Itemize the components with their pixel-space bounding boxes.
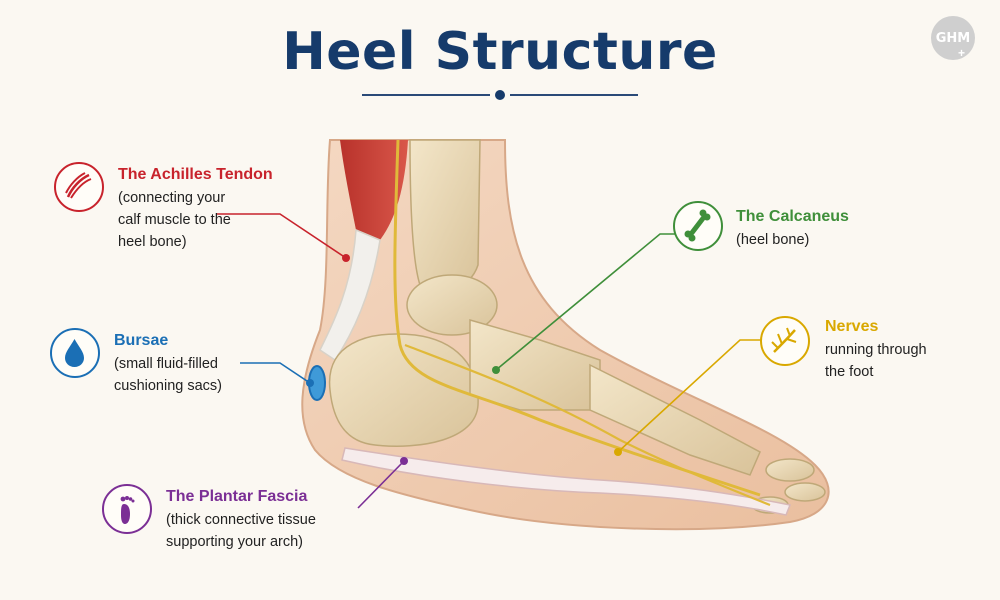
nerve-path-2	[404, 343, 771, 507]
leader-bursae-dot	[306, 379, 314, 387]
bursae-desc-line: cushioning sacs)	[114, 378, 222, 394]
title-rule-right	[510, 94, 638, 96]
calcaneus-label: The Calcaneus (heel bone)	[736, 208, 849, 251]
achilles-desc-line: calf muscle to the	[118, 212, 231, 228]
leader-achilles	[216, 213, 347, 259]
plantar-desc-line: (thick connective tissue	[166, 512, 316, 528]
achilles-badge	[54, 162, 104, 212]
page-title: Heel Structure	[282, 22, 718, 82]
leader-bursae	[240, 362, 311, 384]
achilles-desc-line: (connecting your	[118, 190, 226, 206]
leader-plantar	[357, 460, 405, 509]
plantar-desc-line: supporting your arch)	[166, 534, 304, 550]
calf-muscle	[340, 140, 408, 240]
tibia-bone	[409, 139, 481, 292]
achilles-label: The Achilles Tendon (connecting your cal…	[118, 166, 273, 253]
plantar-badge	[102, 484, 152, 534]
toe-bone-1	[765, 458, 815, 482]
title-rule-left	[362, 94, 490, 96]
plantar-fascia-shape	[341, 447, 792, 516]
bursae-title: Bursae	[114, 332, 169, 349]
leader-calcaneus	[495, 233, 678, 371]
achilles-title: The Achilles Tendon	[118, 166, 273, 183]
title-rule-dot	[495, 90, 505, 100]
ghm-logo-plus: +	[958, 46, 966, 60]
nerves-desc-line: the foot	[825, 364, 874, 380]
metatarsal-bones	[589, 363, 761, 476]
bursae-desc-line: (small fluid-filled	[114, 356, 218, 372]
footprint-icon	[120, 496, 135, 524]
calcaneus-title: The Calcaneus	[736, 208, 849, 225]
nerves-desc-line: running through	[825, 342, 927, 358]
achilles-desc-line: heel bone)	[118, 234, 187, 250]
calcaneus-bone	[328, 333, 479, 447]
leader-achilles-dot	[342, 254, 350, 262]
nerves-title: Nerves	[825, 318, 879, 335]
achilles-desc: (connecting your calf muscle to the heel…	[118, 187, 273, 253]
bursae-badge	[50, 328, 100, 378]
plantar-label: The Plantar Fascia (thick connective tis…	[166, 488, 316, 553]
nerves-label: Nerves running through the foot	[825, 318, 927, 383]
droplet-icon	[65, 339, 84, 367]
bursae-label: Bursae (small fluid-filled cushioning sa…	[114, 332, 222, 397]
muscle-icon	[65, 172, 92, 199]
leader-nerves-dot	[614, 448, 622, 456]
leader-plantar-dot	[400, 457, 408, 465]
bursae-desc: (small fluid-filled cushioning sacs)	[114, 353, 222, 397]
toe-bone-2	[784, 482, 826, 502]
nerve-icon	[771, 327, 797, 353]
bone-icon	[684, 209, 711, 242]
talus-bone	[406, 274, 498, 336]
plantar-desc: (thick connective tissue supporting your…	[166, 509, 316, 553]
ghm-logo: GHM	[931, 16, 975, 60]
plantar-title: The Plantar Fascia	[166, 488, 308, 505]
calcaneus-desc: (heel bone)	[736, 229, 849, 251]
nerve-path-1	[393, 139, 761, 497]
nerves-desc: running through the foot	[825, 339, 927, 383]
calcaneus-desc-line: (heel bone)	[736, 232, 810, 248]
leader-nerves	[617, 339, 765, 453]
leader-calcaneus-dot	[492, 366, 500, 374]
nerves-badge	[760, 316, 810, 366]
calcaneus-badge	[673, 201, 723, 251]
